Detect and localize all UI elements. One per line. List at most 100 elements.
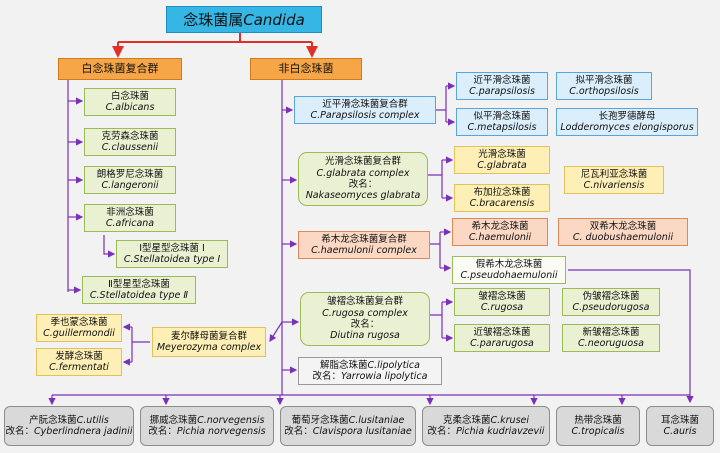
species-latin: C.haemulonii bbox=[468, 232, 532, 243]
species-latin: C.parapsilosis bbox=[469, 86, 535, 97]
species-latin: C.bracarensis bbox=[469, 198, 535, 209]
glabrata-complex: 光滑念珠菌复合群 C.glabrata complex 改名： Nakaseom… bbox=[298, 152, 428, 206]
non-white-header: 非白念珠菌 bbox=[250, 58, 362, 80]
species-cn: 近皱褶念珠菌 bbox=[473, 326, 531, 338]
species-cn: 挪威念珠菌 bbox=[149, 414, 198, 426]
species-cn: 非洲念珠菌 bbox=[106, 206, 154, 218]
alias-name: Yarrowia lipolytica bbox=[341, 371, 428, 382]
species-utilis: 产朊念珠菌C.utilis 改名：Cyberlindnera jadinii bbox=[4, 406, 134, 446]
species-latin: C.orthopsilosis bbox=[569, 86, 639, 97]
species-cn: 拟平滑念珠菌 bbox=[575, 74, 633, 86]
species-latin: C.Stellatoidea type Ⅰ bbox=[123, 254, 221, 265]
species-cn: 长孢罗德酵母 bbox=[598, 110, 656, 122]
species-latin: C.fermentati bbox=[49, 362, 109, 373]
species-cn: 尼瓦利亚念珠菌 bbox=[580, 168, 648, 180]
species-cn: 朗格罗尼念珠菌 bbox=[96, 168, 164, 180]
species-latin: C.norvegensis bbox=[197, 414, 265, 426]
alias-label: 改名： bbox=[284, 426, 313, 437]
species-latin: Lodderomyces elongisporus bbox=[560, 122, 694, 133]
genus-title-cn: 念珠菌属 bbox=[183, 10, 244, 29]
complex-cn: 希木龙念珠菌复合群 bbox=[321, 233, 407, 245]
species-cn: 新皱褶念珠菌 bbox=[582, 326, 640, 338]
species-lusitaniae: 葡萄牙念珠菌C.lusitaniae 改名：Clavispora lusitan… bbox=[280, 406, 416, 446]
complex-latin: C.glabrata complex bbox=[316, 167, 410, 179]
species-cn: Ⅰ型星型念珠菌 Ⅰ bbox=[139, 242, 205, 254]
species-lipolytica: 解脂念珠菌C.lipolytica 改名：Yarrowia lipolytica bbox=[298, 357, 442, 385]
species-cn: 解脂念珠菌 bbox=[320, 359, 368, 371]
species-latin: C.glabrata bbox=[477, 160, 527, 171]
species-norvegensis: 挪威念珠菌C.norvegensis 改名：Pichia norvegensis bbox=[140, 406, 274, 446]
species-latin: C.krusei bbox=[490, 414, 530, 426]
species-latin: C.tropicalis bbox=[571, 426, 625, 437]
complex-latin: C.Parapsilosis complex bbox=[310, 110, 420, 121]
species-latin: C.nivariensis bbox=[583, 180, 645, 191]
species-latin: C.rugosa bbox=[480, 302, 524, 313]
species-cn: 光滑念珠菌 bbox=[478, 148, 526, 160]
complex-latin: C.haemulonii complex bbox=[311, 245, 417, 256]
species-cn: 假希木龙念珠菌 bbox=[475, 258, 543, 270]
alias-name: Pichia kudriavzevii bbox=[456, 426, 545, 437]
species-cn: 热带念珠菌 bbox=[574, 414, 622, 426]
species-cn: 发酵念珠菌 bbox=[55, 350, 103, 362]
species-cn: 布加拉念珠菌 bbox=[473, 186, 531, 198]
species-latin: C.pararugosa bbox=[470, 338, 534, 349]
species-latin: C.lipolytica bbox=[367, 359, 420, 371]
complex-cn: 光滑念珠菌复合群 bbox=[324, 156, 401, 168]
species-latin: C.claussenii bbox=[101, 142, 159, 153]
complex-cn: 皱褶念珠菌复合群 bbox=[326, 296, 403, 308]
complex-cn: 近平滑念珠菌复合群 bbox=[322, 98, 408, 110]
alias-label: 改名： bbox=[348, 179, 378, 190]
alias-label: 改名： bbox=[148, 426, 177, 437]
species-cn: 近平滑念珠菌 bbox=[473, 74, 531, 86]
complex-latin: Meyerozyma complex bbox=[156, 342, 262, 353]
alias-name: Clavispora lusitaniae bbox=[312, 426, 412, 437]
species-latin: C.pseudohaemulonii bbox=[460, 270, 558, 281]
complex-latin: C.rugosa complex bbox=[322, 307, 408, 319]
species-cn: 双希木龙念珠菌 bbox=[589, 220, 657, 232]
species-cn: 葡萄牙念珠菌 bbox=[291, 414, 349, 426]
species-cn: 似平滑念珠菌 bbox=[473, 110, 531, 122]
species-krusei: 克柔念珠菌C.krusei 改名：Pichia kudriavzevii bbox=[422, 406, 550, 446]
species-cn: 白念珠菌 bbox=[110, 90, 149, 102]
species-latin: C. duobushaemulonii bbox=[572, 232, 674, 243]
species-latin: C.guillermondii bbox=[43, 328, 115, 339]
white-complex-label: 白念珠菌复合群 bbox=[81, 62, 159, 76]
alias-name: Nakaseomyces glabrata bbox=[305, 190, 421, 202]
species-cn: 伪皱褶念珠菌 bbox=[582, 290, 640, 302]
species-cn: 季也蒙念珠菌 bbox=[50, 316, 108, 328]
species-cn: 克柔念珠菌 bbox=[442, 414, 491, 426]
species-cn: 产朊念珠菌 bbox=[29, 414, 77, 426]
genus-title-latin: Candida bbox=[243, 10, 305, 29]
alias-label: 改名： bbox=[5, 426, 35, 437]
alias-label: 改名： bbox=[427, 426, 457, 437]
alias-label: 改名： bbox=[312, 371, 342, 382]
alias-name: Pichia norvegensis bbox=[176, 426, 266, 437]
species-latin: C.pseudorugosa bbox=[572, 302, 650, 313]
alias-name: Cyberlindnera jadinii bbox=[34, 426, 133, 437]
species-latin: C.utilis bbox=[76, 414, 109, 426]
